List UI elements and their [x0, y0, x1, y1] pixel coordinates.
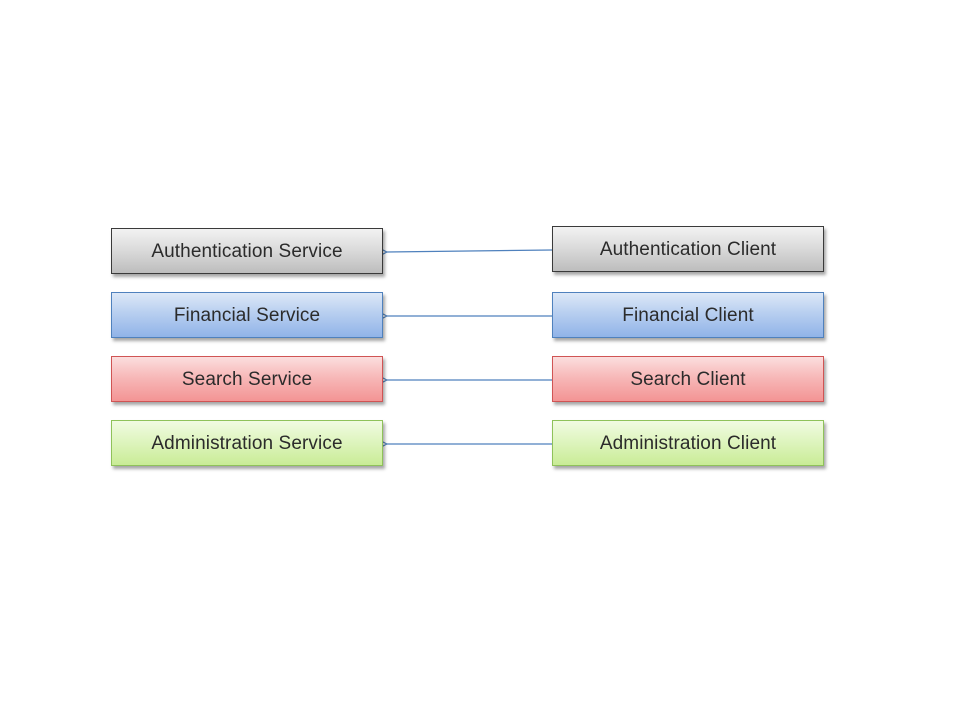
administration-client-label: Administration Client	[599, 432, 777, 454]
search-client-label: Search Client	[630, 368, 746, 390]
administration-client-box: Administration Client	[552, 420, 824, 466]
search-service-box: Search Service	[111, 356, 383, 402]
authentication-client-box: Authentication Client	[552, 226, 824, 272]
connector-authentication	[387, 250, 553, 252]
financial-client-box: Financial Client	[552, 292, 824, 338]
administration-service-box: Administration Service	[111, 420, 383, 466]
authentication-service-box: Authentication Service	[111, 228, 383, 274]
financial-client-label: Financial Client	[622, 304, 754, 326]
administration-service-label: Administration Service	[151, 432, 343, 454]
financial-service-box: Financial Service	[111, 292, 383, 338]
authentication-client-label: Authentication Client	[599, 238, 777, 260]
authentication-service-label: Authentication Service	[151, 240, 343, 262]
search-service-label: Search Service	[181, 368, 313, 390]
search-client-box: Search Client	[552, 356, 824, 402]
financial-service-label: Financial Service	[173, 304, 321, 326]
